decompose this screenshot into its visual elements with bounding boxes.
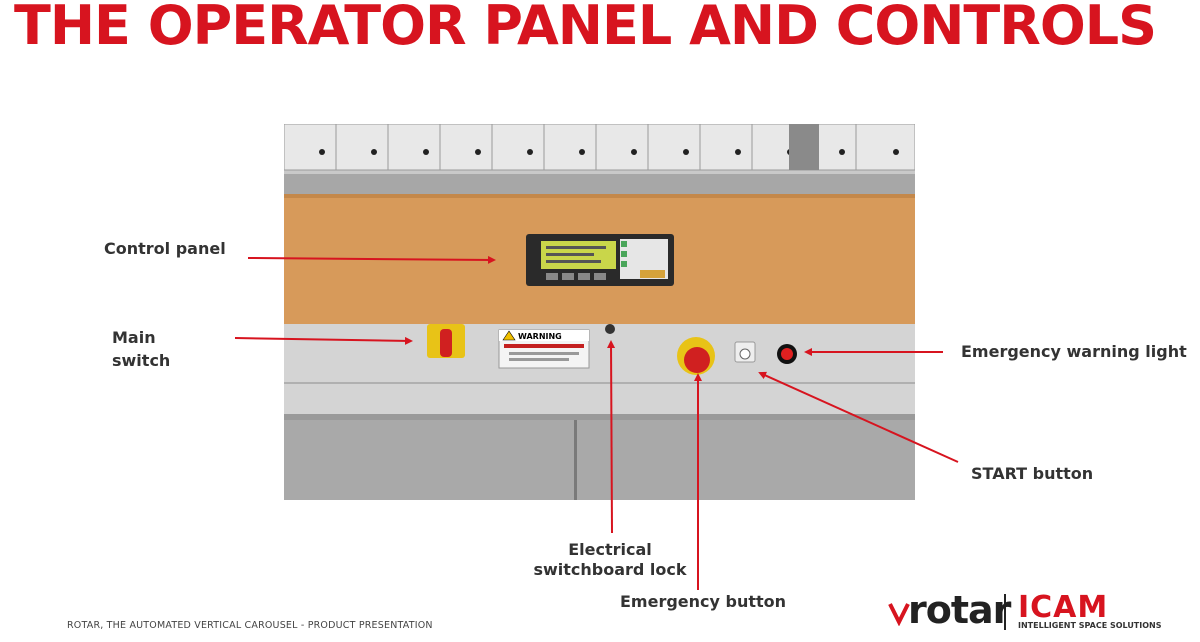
operator-panel-illustration: WARNING <box>284 124 915 500</box>
start-button-shape <box>734 341 756 363</box>
rotar-logo-mark-icon <box>888 603 910 626</box>
control-panel-hmi <box>526 234 674 286</box>
emergency-button-label: Emergency button <box>620 592 787 611</box>
switchboard-lock-label-line2: switchboard lock <box>533 560 687 579</box>
operator-panel-photo: WARNING <box>284 124 915 500</box>
switchboard-lock <box>605 324 615 334</box>
icam-logo-text: ICAM <box>1018 590 1109 625</box>
arrow-main-switch <box>234 336 413 345</box>
main-switch-label-line1: Main <box>112 328 156 347</box>
emergency-warning-light-label: Emergency warning light <box>961 342 1187 361</box>
carousel-trays <box>284 124 915 171</box>
page-title: THE OPERATOR PANEL AND CONTROLS <box>14 0 1157 57</box>
main-switch-label-line2: switch <box>112 351 171 370</box>
control-panel-label: Control panel <box>104 239 226 258</box>
footer-text: ROTAR, THE AUTOMATED VERTICAL CAROUSEL -… <box>67 620 433 631</box>
start-button-label: START button <box>971 464 1094 483</box>
arrow-control-panel <box>247 255 496 264</box>
logo-separator <box>1004 594 1006 630</box>
lower-panel <box>284 324 915 414</box>
warning-sticker-text: WARNING <box>518 332 562 341</box>
main-switch-knob <box>427 324 465 358</box>
warning-sticker: WARNING <box>498 329 590 369</box>
emergency-button-mushroom <box>677 337 715 375</box>
switchboard-lock-label-line1: Electrical <box>568 540 652 559</box>
floor <box>284 414 915 500</box>
icam-tagline: INTELLIGENT SPACE SOLUTIONS <box>1018 621 1162 630</box>
rotar-logo-text: rotar <box>908 588 1011 632</box>
warning-light-shape <box>777 344 797 364</box>
arrow-switchboard-lock <box>607 340 616 534</box>
arrow-start-button <box>758 371 959 463</box>
